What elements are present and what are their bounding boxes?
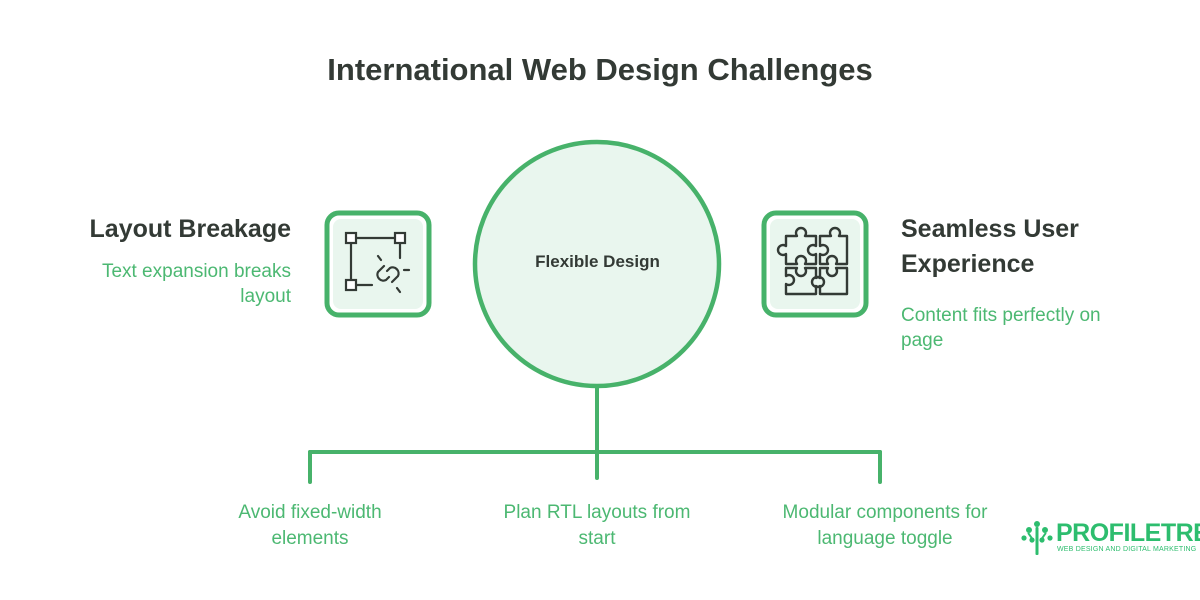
broken-link-icon (324, 210, 432, 318)
branch-label-3: Modular components for language toggle (782, 502, 988, 549)
branch-label-1: Avoid fixed-width elements (238, 502, 382, 549)
puzzle-icon (761, 210, 869, 318)
logo-tagline: WEB DESIGN AND DIGITAL MARKETING (1057, 546, 1197, 553)
right-heading: Seamless User Experience (901, 215, 1079, 278)
left-description: Text expansion breaks layout (101, 261, 291, 307)
page-title: International Web Design Challenges (327, 52, 873, 87)
profiletree-logo: PROFILETREE WEB DESIGN AND DIGITAL MARKE… (1020, 518, 1200, 558)
branch-connector (308, 384, 882, 484)
tree-icon (1021, 521, 1053, 555)
right-outcome: Seamless User Experience Content fits pe… (901, 212, 1161, 353)
center-label: Flexible Design (535, 252, 660, 271)
branch-label-2: Plan RTL layouts from start (503, 502, 691, 549)
right-description: Content fits perfectly on page (901, 305, 1101, 351)
left-heading: Layout Breakage (89, 215, 291, 243)
left-challenge: Layout Breakage Text expansion breaks la… (76, 212, 291, 309)
logo-wordmark: PROFILETREE (1056, 519, 1200, 547)
